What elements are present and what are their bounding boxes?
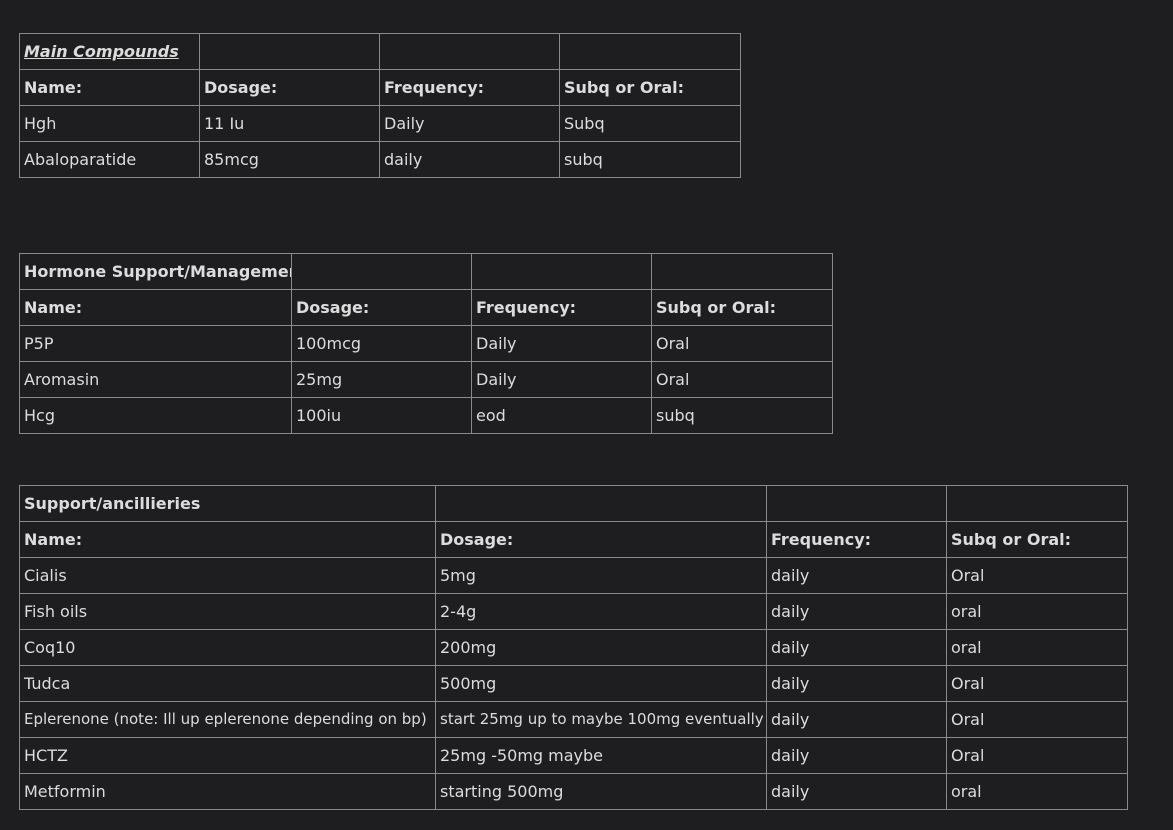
table-cell[interactable]: daily xyxy=(766,665,947,702)
table-row: Eplerenone (note: Ill up eplerenone depe… xyxy=(19,701,1128,738)
table-row: Aromasin 25mg Daily Oral xyxy=(19,361,833,398)
column-header-dosage[interactable]: Dosage: xyxy=(291,289,472,326)
table-row: Fish oils 2-4g daily oral xyxy=(19,593,1128,630)
table-row: HCTZ 25mg -50mg maybe daily Oral xyxy=(19,737,1128,774)
main-compounds-table: Main Compounds Name: Dosage: Frequency: … xyxy=(19,33,741,178)
table-cell[interactable]: Metformin xyxy=(19,773,436,810)
table-header-row: Name: Dosage: Frequency: Subq or Oral: xyxy=(19,69,741,106)
table-cell[interactable]: Daily xyxy=(379,105,560,142)
column-header-dosage[interactable]: Dosage: xyxy=(435,521,767,558)
table-cell[interactable]: 500mg xyxy=(435,665,767,702)
table-cell[interactable] xyxy=(559,33,741,70)
table-cell[interactable]: Oral xyxy=(651,361,833,398)
table-cell[interactable]: 100mcg xyxy=(291,325,472,362)
table-cell[interactable]: daily xyxy=(766,773,947,810)
column-header-dosage[interactable]: Dosage: xyxy=(199,69,380,106)
table-header-row: Name: Dosage: Frequency: Subq or Oral: xyxy=(19,289,833,326)
table-cell[interactable]: 100iu xyxy=(291,397,472,434)
table-cell[interactable]: Hcg xyxy=(19,397,292,434)
column-header-route[interactable]: Subq or Oral: xyxy=(946,521,1128,558)
table-row: Abaloparatide 85mcg daily subq xyxy=(19,141,741,178)
table-title-row: Main Compounds xyxy=(19,33,741,70)
table-cell[interactable]: subq xyxy=(651,397,833,434)
table-cell[interactable]: 2-4g xyxy=(435,593,767,630)
table-cell[interactable]: daily xyxy=(766,593,947,630)
table-cell[interactable]: Oral xyxy=(946,665,1128,702)
column-header-frequency[interactable]: Frequency: xyxy=(379,69,560,106)
support-ancillaries-table: Support/ancillieries Name: Dosage: Frequ… xyxy=(19,485,1128,810)
table-cell[interactable]: Oral xyxy=(651,325,833,362)
table-cell[interactable]: Aromasin xyxy=(19,361,292,398)
column-header-name[interactable]: Name: xyxy=(19,521,436,558)
table-cell[interactable]: daily xyxy=(766,701,947,738)
table-cell[interactable] xyxy=(471,253,652,290)
table-cell[interactable]: Oral xyxy=(946,701,1128,738)
table-row: Metformin starting 500mg daily oral xyxy=(19,773,1128,810)
column-header-frequency[interactable]: Frequency: xyxy=(766,521,947,558)
column-header-frequency[interactable]: Frequency: xyxy=(471,289,652,326)
section-title[interactable]: Support/ancillieries xyxy=(19,485,436,522)
table-cell[interactable]: Eplerenone (note: Ill up eplerenone depe… xyxy=(19,701,436,738)
table-title-row: Support/ancillieries xyxy=(19,485,1128,522)
table-cell[interactable]: Abaloparatide xyxy=(19,141,200,178)
column-header-route[interactable]: Subq or Oral: xyxy=(651,289,833,326)
column-header-name[interactable]: Name: xyxy=(19,289,292,326)
table-cell[interactable]: daily xyxy=(766,737,947,774)
table-row: P5P 100mcg Daily Oral xyxy=(19,325,833,362)
table-cell[interactable] xyxy=(291,253,472,290)
table-cell[interactable]: oral xyxy=(946,629,1128,666)
table-cell[interactable]: P5P xyxy=(19,325,292,362)
table-cell[interactable]: eod xyxy=(471,397,652,434)
hormone-support-table: Hormone Support/Management Name: Dosage:… xyxy=(19,253,833,434)
table-cell[interactable]: Tudca xyxy=(19,665,436,702)
table-title-row: Hormone Support/Management xyxy=(19,253,833,290)
table-cell[interactable] xyxy=(435,485,767,522)
table-cell[interactable]: Fish oils xyxy=(19,593,436,630)
table-cell[interactable]: Daily xyxy=(471,325,652,362)
table-cell[interactable]: daily xyxy=(379,141,560,178)
table-row: Hcg 100iu eod subq xyxy=(19,397,833,434)
table-cell[interactable]: start 25mg up to maybe 100mg eventually xyxy=(435,701,767,738)
table-cell[interactable]: daily xyxy=(766,557,947,594)
table-cell[interactable]: 200mg xyxy=(435,629,767,666)
table-cell[interactable] xyxy=(946,485,1128,522)
table-header-row: Name: Dosage: Frequency: Subq or Oral: xyxy=(19,521,1128,558)
table-cell[interactable]: 25mg -50mg maybe xyxy=(435,737,767,774)
table-cell[interactable] xyxy=(766,485,947,522)
table-cell[interactable]: subq xyxy=(559,141,741,178)
section-title-text: Main Compounds xyxy=(24,42,179,61)
table-row: Coq10 200mg daily oral xyxy=(19,629,1128,666)
table-cell[interactable]: starting 500mg xyxy=(435,773,767,810)
column-header-name[interactable]: Name: xyxy=(19,69,200,106)
table-row: Hgh 11 Iu Daily Subq xyxy=(19,105,741,142)
table-row: Cialis 5mg daily Oral xyxy=(19,557,1128,594)
table-cell[interactable]: Oral xyxy=(946,557,1128,594)
table-cell[interactable]: Oral xyxy=(946,737,1128,774)
section-title[interactable]: Hormone Support/Management xyxy=(19,253,292,290)
table-cell[interactable]: Subq xyxy=(559,105,741,142)
table-row: Tudca 500mg daily Oral xyxy=(19,665,1128,702)
table-cell[interactable]: oral xyxy=(946,593,1128,630)
table-cell[interactable]: Hgh xyxy=(19,105,200,142)
table-cell[interactable] xyxy=(379,33,560,70)
table-cell[interactable]: oral xyxy=(946,773,1128,810)
table-cell[interactable]: 11 Iu xyxy=(199,105,380,142)
table-cell[interactable]: Coq10 xyxy=(19,629,436,666)
table-cell[interactable]: HCTZ xyxy=(19,737,436,774)
table-cell[interactable]: 25mg xyxy=(291,361,472,398)
section-title[interactable]: Main Compounds xyxy=(19,33,200,70)
table-cell[interactable]: 5mg xyxy=(435,557,767,594)
column-header-route[interactable]: Subq or Oral: xyxy=(559,69,741,106)
table-cell[interactable]: 85mcg xyxy=(199,141,380,178)
table-cell[interactable] xyxy=(651,253,833,290)
table-cell[interactable]: Daily xyxy=(471,361,652,398)
table-cell[interactable]: daily xyxy=(766,629,947,666)
table-cell[interactable] xyxy=(199,33,380,70)
table-cell[interactable]: Cialis xyxy=(19,557,436,594)
